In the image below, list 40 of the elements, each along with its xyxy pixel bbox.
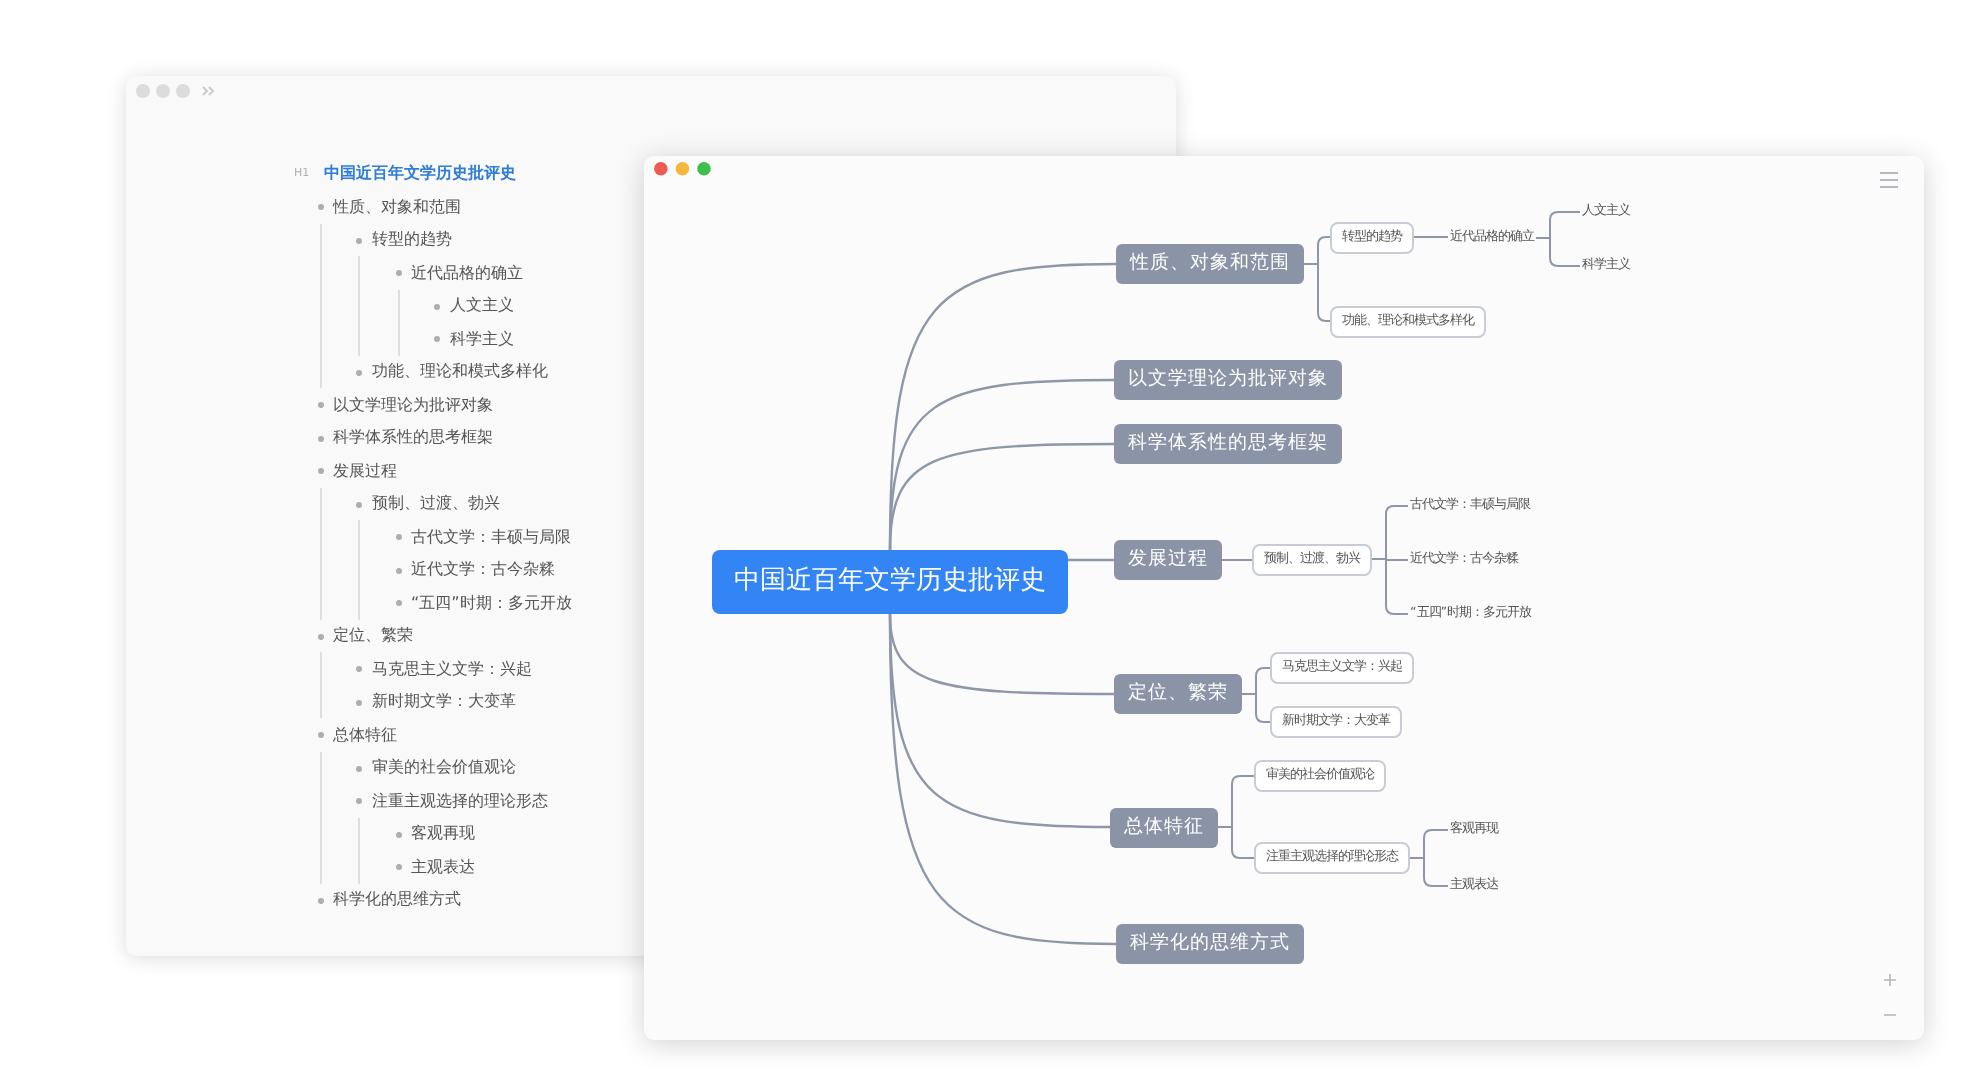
connector-line bbox=[1535, 211, 1581, 267]
outline-item: 马克思主义文学：兴起 bbox=[372, 657, 532, 682]
connector-line bbox=[1303, 236, 1331, 322]
outline-item: “五四”时期：多元开放 bbox=[411, 591, 572, 616]
topic-box: 以文学理论为批评对象 bbox=[1114, 360, 1342, 400]
outline-item: 主观表达 bbox=[411, 855, 475, 880]
connector-line bbox=[888, 614, 1117, 946]
outline-item: 审美的社会价值观论 bbox=[372, 756, 516, 781]
outline-item: 功能、理论和模式多样化 bbox=[372, 360, 548, 385]
outline-item: 近代文学：古今杂糅 bbox=[411, 558, 555, 583]
outline-item: 性质、对象和范围 bbox=[333, 195, 461, 220]
topic-box: 科学化的思维方式 bbox=[1116, 924, 1304, 964]
outline-item: 发展过程 bbox=[333, 459, 397, 484]
outline-item: 预制、过渡、勃兴 bbox=[372, 492, 500, 517]
outline-item: 近代品格的确立 bbox=[411, 261, 523, 286]
connector-line bbox=[1413, 236, 1449, 238]
outline-item: 定位、繁荣 bbox=[333, 624, 413, 649]
central-topic-box: 中国近百年文学历史批评史 bbox=[712, 550, 1068, 614]
outline-title: 中国近百年文学历史批评史 bbox=[324, 162, 516, 187]
outline-item: 总体特征 bbox=[333, 723, 397, 748]
connector-line bbox=[888, 442, 1114, 551]
connector-line bbox=[1409, 829, 1449, 887]
outline-item: 科学体系性的思考框架 bbox=[333, 426, 493, 451]
outline-item: 人文主义 bbox=[450, 294, 514, 319]
connector-line bbox=[1068, 558, 1114, 562]
outline-item: 注重主观选择的理论形态 bbox=[372, 789, 548, 814]
outline-item: 古代文学：丰硕与局限 bbox=[411, 525, 571, 550]
outline-item: 科学化的思维方式 bbox=[333, 888, 461, 913]
outline-item: 新时期文学：大变革 bbox=[372, 690, 516, 715]
topic-box: 总体特征 bbox=[1110, 807, 1218, 847]
topic-box: 定位、繁荣 bbox=[1114, 674, 1242, 714]
outline-item: 转型的趋势 bbox=[372, 228, 452, 253]
topic-box: 性质、对象和范围 bbox=[1116, 244, 1304, 284]
topic-box: 科学体系性的思考框架 bbox=[1114, 424, 1342, 464]
connector-line bbox=[1221, 559, 1253, 561]
topic-box: 发展过程 bbox=[1114, 540, 1222, 580]
outline-item: 以文学理论为批评对象 bbox=[333, 393, 493, 418]
outline-item: 科学主义 bbox=[450, 327, 514, 352]
connector-line bbox=[1241, 667, 1271, 723]
outline-item: 客观再现 bbox=[411, 822, 475, 847]
